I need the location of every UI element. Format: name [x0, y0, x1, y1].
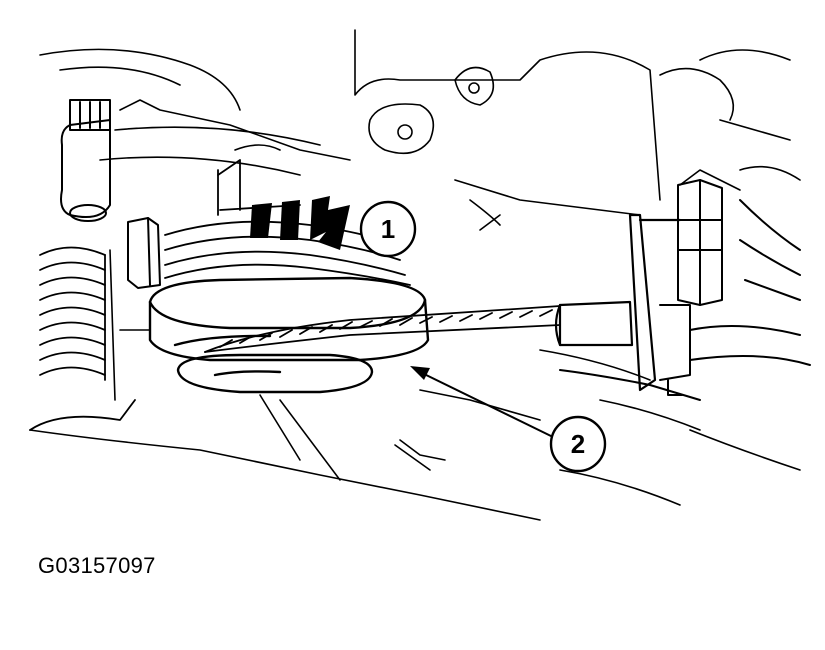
pulley-stack: [164, 159, 411, 286]
background-engine-parts: [39, 29, 801, 231]
callout-2: 2: [549, 415, 607, 473]
technical-illustration: 1 2: [29, 29, 811, 521]
right-bolt-assembly: [559, 179, 811, 401]
callout-1-number: 1: [381, 214, 395, 244]
tool-handle: [554, 213, 682, 392]
callout-1-circle: [359, 200, 417, 258]
crankshaft-pulley: [148, 276, 430, 394]
left-coil-spring: [29, 246, 136, 431]
lower-structure: [29, 249, 801, 521]
strap-wrench-band: [204, 305, 561, 353]
callout-2-leader: [419, 371, 554, 438]
callout-2-arrowhead: [410, 366, 430, 380]
direction-arrow-1: [250, 196, 350, 250]
callout-2-circle: [549, 415, 607, 473]
sensor-post: [127, 217, 161, 289]
callout-1: 1: [359, 200, 417, 258]
left-bracket: [60, 99, 111, 222]
callout-2-number: 2: [571, 429, 585, 459]
figure-id-label: G03157097: [38, 553, 156, 578]
